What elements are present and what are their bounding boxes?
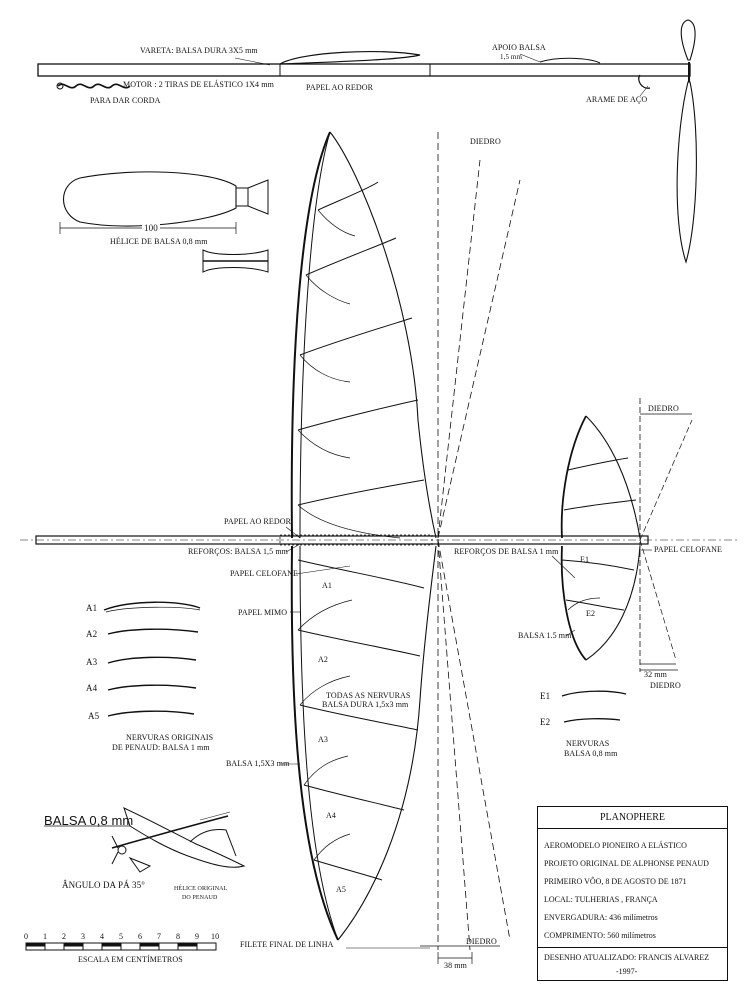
title-block-line: -1997- (616, 967, 638, 976)
scale-tick: 2 (62, 932, 67, 941)
title-block-line: PROJETO ORIGINAL DE ALPHONSE PENAUD (544, 859, 709, 868)
rib-label-tail-legend: E1 (540, 691, 551, 701)
rib-label-tail: E1 (580, 555, 590, 564)
scale-tick: 5 (119, 932, 124, 941)
scale-bar (25, 942, 217, 951)
scale-tick: 3 (81, 932, 86, 941)
dimension-38mm (420, 945, 500, 964)
label-vareta: VARETA: BALSA DURA 3X5 mm (140, 46, 258, 55)
wing-bottom-half (290, 545, 437, 941)
propeller-blade (59, 171, 269, 273)
label-todas-nervuras-2: BALSA DURA 1,5x3 mm (322, 700, 409, 709)
rib-profiles-original (103, 601, 201, 717)
rib-label-tail-legend: E2 (540, 717, 551, 727)
scale-tick: 6 (138, 932, 143, 941)
label-diedro-bottom: DIEDRO (466, 937, 497, 946)
rib-label-wing: A4 (326, 811, 336, 820)
title-block-divider (538, 947, 727, 948)
rib-label-left: A5 (88, 711, 100, 721)
label-motor: MOTOR : 2 TIRAS DE ELÁSTICO 1X4 mm (123, 80, 274, 89)
label-angulo-pa: ÂNGULO DA PÁ 35° (62, 880, 145, 890)
rib-label-wing: A1 (322, 581, 332, 590)
scale-tick: 0 (24, 932, 29, 941)
label-balsa-08mm: BALSA 0,8 mm (44, 813, 134, 828)
rib-label-left: A4 (86, 683, 98, 693)
label-dim-38: 38 mm (444, 961, 467, 970)
label-helice-original-1: HÉLICE ORIGINAL (174, 886, 228, 892)
label-escala: ESCALA EM CENTÍMETROS (78, 955, 183, 964)
title-block-line: ENVERGADURA: 436 milímetros (544, 913, 658, 922)
title-block-line: LOCAL: TULHERIAS , FRANÇA (544, 895, 658, 904)
label-papel-ao-redor-top: PAPEL AO REDOR (306, 83, 374, 92)
propeller-front-view (676, 19, 697, 264)
rib-label-wing: A5 (336, 885, 346, 894)
label-filete-final: FILETE FINAL DE LINHA (240, 940, 334, 949)
label-papel-celofane-right: PAPEL CELOFANE (654, 545, 723, 554)
title-block: PLANOPHERE AEROMODELO PIONEIRO A ELÁSTIC… (537, 806, 728, 981)
rib-label-tail: E2 (586, 609, 596, 618)
rib-label-wing: A3 (318, 735, 328, 744)
label-arame-de-aco: ARAME DE AÇO (586, 95, 648, 104)
label-reforcos-balsa: REFORÇOS: BALSA 1,5 mm (188, 547, 289, 556)
rib-label-wing: A2 (318, 655, 328, 664)
label-helice-balsa: HÉLICE DE BALSA 0,8 mm (110, 237, 208, 246)
label-nervuras-originais-2: DE PENAUD: BALSA 1 mm (112, 743, 210, 752)
title-block-line: DESENHO ATUALIZADO: FRANCIS ALVAREZ (544, 953, 710, 962)
wing-top-half (290, 131, 437, 539)
label-diedro-top: DIEDRO (470, 137, 501, 146)
title-block-title: PLANOPHERE (538, 807, 727, 829)
label-dim-32: 32 mm (644, 670, 667, 679)
label-dim-100: 100 (142, 223, 160, 233)
label-para-dar-corda: PARA DAR CORDA (90, 96, 161, 105)
label-todas-nervuras-1: TODAS AS NERVURAS (326, 691, 411, 700)
label-papel-ao-redor-wing: PAPEL AO REDOR (224, 517, 292, 526)
label-reforcos-de-balsa: REFORÇOS DE BALSA 1 mm (454, 547, 559, 556)
scale-tick: 9 (195, 932, 200, 941)
scale-tick: 10 (211, 932, 220, 941)
label-diedro-tail: DIEDRO (648, 404, 679, 413)
title-block-line: PRIMEIRO VÔO, 8 DE AGOSTO DE 1871 (544, 877, 687, 886)
rib-label-left: A1 (86, 603, 98, 613)
rib-profiles-tail (561, 690, 627, 723)
label-apoio-balsa: APOIO BALSA (492, 43, 546, 52)
label-balsa-15x3: BALSA 1,5X3 mm (226, 759, 290, 768)
label-nervuras-originais-1: NERVURAS ORIGINAIS (126, 733, 214, 742)
scale-tick: 7 (157, 932, 162, 941)
label-helice-original-2: DO PENAUD (182, 895, 218, 901)
scale-tick: 1 (43, 932, 48, 941)
leader-lines (280, 526, 652, 949)
rib-label-left: A2 (86, 629, 98, 639)
tail-plane (560, 398, 693, 672)
label-balsa-15: BALSA 1.5 mm (518, 631, 572, 640)
label-papel-mimo: PAPEL MIMO (238, 608, 288, 617)
label-diedro-tail-bottom: DIEDRO (650, 681, 681, 690)
title-block-line: AEROMODELO PIONEIRO A ELÁSTICO (544, 841, 687, 850)
rib-label-left: A3 (86, 657, 98, 667)
fuselage-top-view (20, 534, 740, 546)
dihedral-lines-main (437, 132, 521, 951)
title-block-line: COMPRIMENTO: 560 milímetros (544, 931, 656, 940)
label-apoio-balsa-dim: 1,5 mm (500, 53, 522, 61)
label-nervuras-tail-2: BALSA 0,8 mm (564, 749, 618, 758)
scale-tick: 8 (176, 932, 181, 941)
label-nervuras-tail-1: NERVURAS (566, 739, 610, 748)
scale-tick: 4 (100, 932, 105, 941)
isometric-sketch (44, 807, 246, 873)
label-papel-celofane-left: PAPEL CELOFANE (230, 569, 299, 578)
